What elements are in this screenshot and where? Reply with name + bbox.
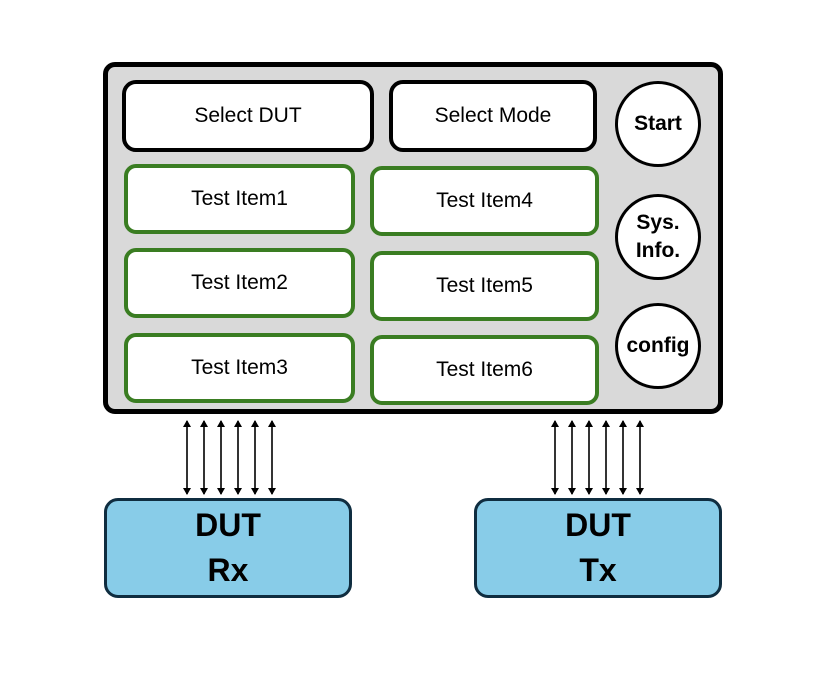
- start-label: Start: [634, 112, 682, 135]
- config-label: config: [626, 334, 690, 357]
- test-item-5-label: Test Item5: [436, 274, 533, 297]
- dut-tx-line2: Tx: [579, 552, 617, 588]
- test-item-3-label: Test Item3: [191, 356, 288, 379]
- test-item-2-label: Test Item2: [191, 271, 288, 294]
- test-item-6-label: Test Item6: [436, 358, 533, 381]
- test-item-5-button[interactable]: Test Item5: [370, 251, 599, 321]
- test-item-1-label: Test Item1: [191, 187, 288, 210]
- dut-rx-box: DUT Rx: [104, 498, 352, 598]
- select-mode-button[interactable]: Select Mode: [389, 80, 597, 152]
- start-button[interactable]: Start: [615, 81, 701, 167]
- select-dut-label: Select DUT: [194, 104, 302, 127]
- dut-rx-line1: DUT: [195, 507, 261, 543]
- dut-tx-line1: DUT: [565, 507, 631, 543]
- test-item-3-button[interactable]: Test Item3: [124, 333, 355, 403]
- dut-rx-line2: Rx: [207, 552, 249, 588]
- sys-info-label-line2: Info.: [635, 239, 681, 262]
- test-item-4-button[interactable]: Test Item4: [370, 166, 599, 236]
- select-dut-button[interactable]: Select DUT: [122, 80, 374, 152]
- test-item-2-button[interactable]: Test Item2: [124, 248, 355, 318]
- sys-info-label-line1: Sys.: [636, 211, 680, 234]
- tx-wire-bundle: [551, 420, 644, 495]
- select-mode-label: Select Mode: [434, 104, 552, 127]
- rx-wire-bundle: [183, 420, 276, 495]
- sys-info-button[interactable]: Sys. Info.: [615, 194, 701, 280]
- test-item-4-label: Test Item4: [436, 189, 533, 212]
- dut-tx-box: DUT Tx: [474, 498, 722, 598]
- test-item-6-button[interactable]: Test Item6: [370, 335, 599, 405]
- config-button[interactable]: config: [615, 303, 701, 389]
- test-item-1-button[interactable]: Test Item1: [124, 164, 355, 234]
- sys-info-label: Sys. Info.: [636, 209, 680, 265]
